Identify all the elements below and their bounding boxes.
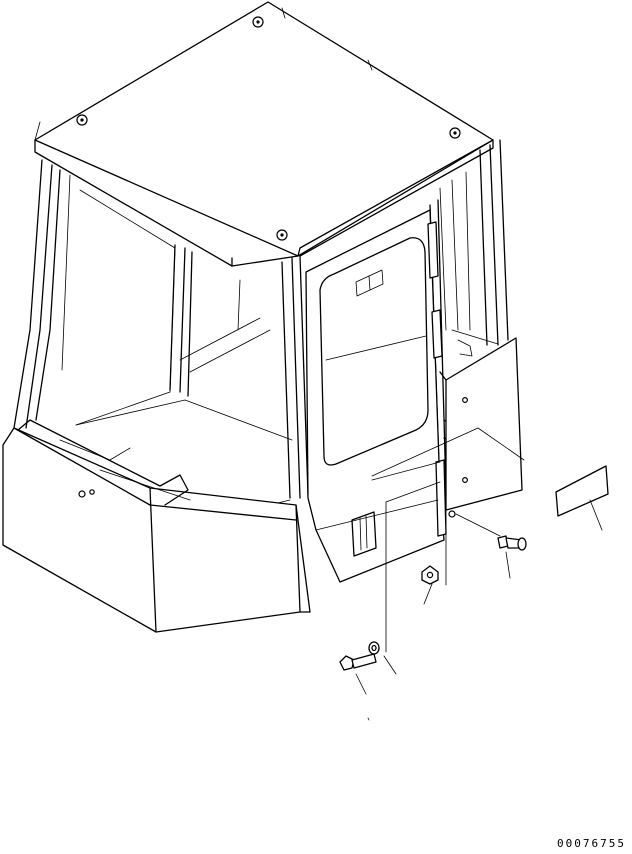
nut (421, 565, 439, 605)
cab-lower-body (2, 419, 311, 633)
washer (368, 641, 397, 675)
cab-door (305, 209, 459, 583)
leader-lines (371, 427, 525, 653)
decal-plate (555, 465, 609, 531)
stray-mark (367, 717, 370, 721)
drawing-number: 00076755 (557, 837, 626, 850)
bolt-lower (339, 653, 377, 695)
bolt-upper (497, 535, 527, 579)
cab-rear-wall (439, 329, 523, 518)
cab-roof (34, 1, 494, 267)
